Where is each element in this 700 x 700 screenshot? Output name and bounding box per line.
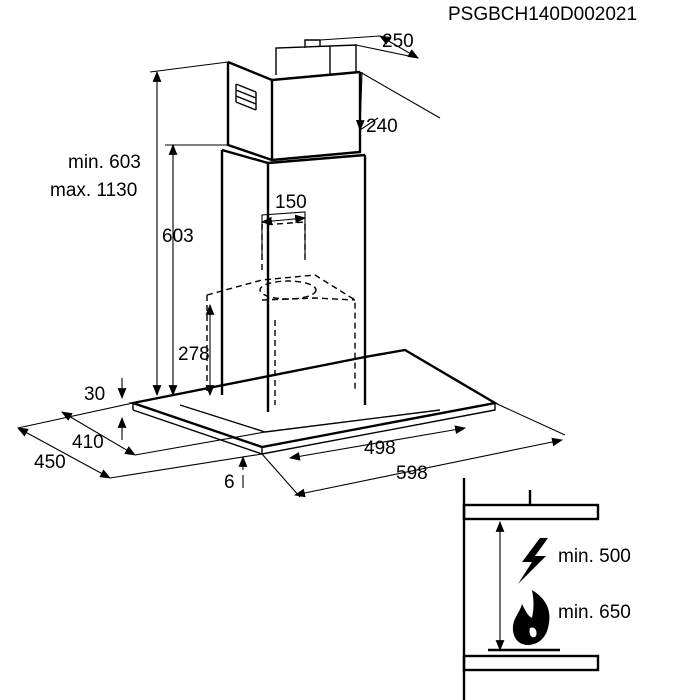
electric-min-distance: min. 500	[558, 546, 631, 567]
lightning-icon	[518, 538, 548, 584]
dim-motor-height: 278	[178, 344, 210, 365]
gas-min-distance: min. 650	[558, 602, 631, 623]
dim-chimney-depth: 240	[366, 116, 398, 137]
installation-inset	[462, 478, 600, 700]
dim-depth-inner: 410	[72, 432, 104, 453]
dim-width-inner: 498	[364, 438, 396, 459]
upper-chimney	[226, 39, 362, 162]
dim-depth-outer: 450	[34, 452, 66, 473]
dimension-lines	[17, 35, 566, 498]
dim-chimney-min: min. 603	[68, 152, 141, 173]
glass-canopy	[128, 348, 499, 455]
drawing-code: PSGBCH140D002021	[448, 4, 637, 25]
dim-outlet-diameter: 150	[275, 192, 307, 213]
dim-bracket-width: 250	[382, 31, 414, 52]
vent-grille	[235, 83, 257, 111]
dim-glass-thickness: 6	[224, 472, 235, 493]
dim-chimney-height: 603	[162, 226, 194, 247]
dim-width-outer: 598	[396, 463, 428, 484]
flame-icon	[512, 590, 550, 645]
dim-chimney-max: max. 1130	[50, 180, 137, 201]
dim-glass-edge: 30	[84, 384, 105, 405]
